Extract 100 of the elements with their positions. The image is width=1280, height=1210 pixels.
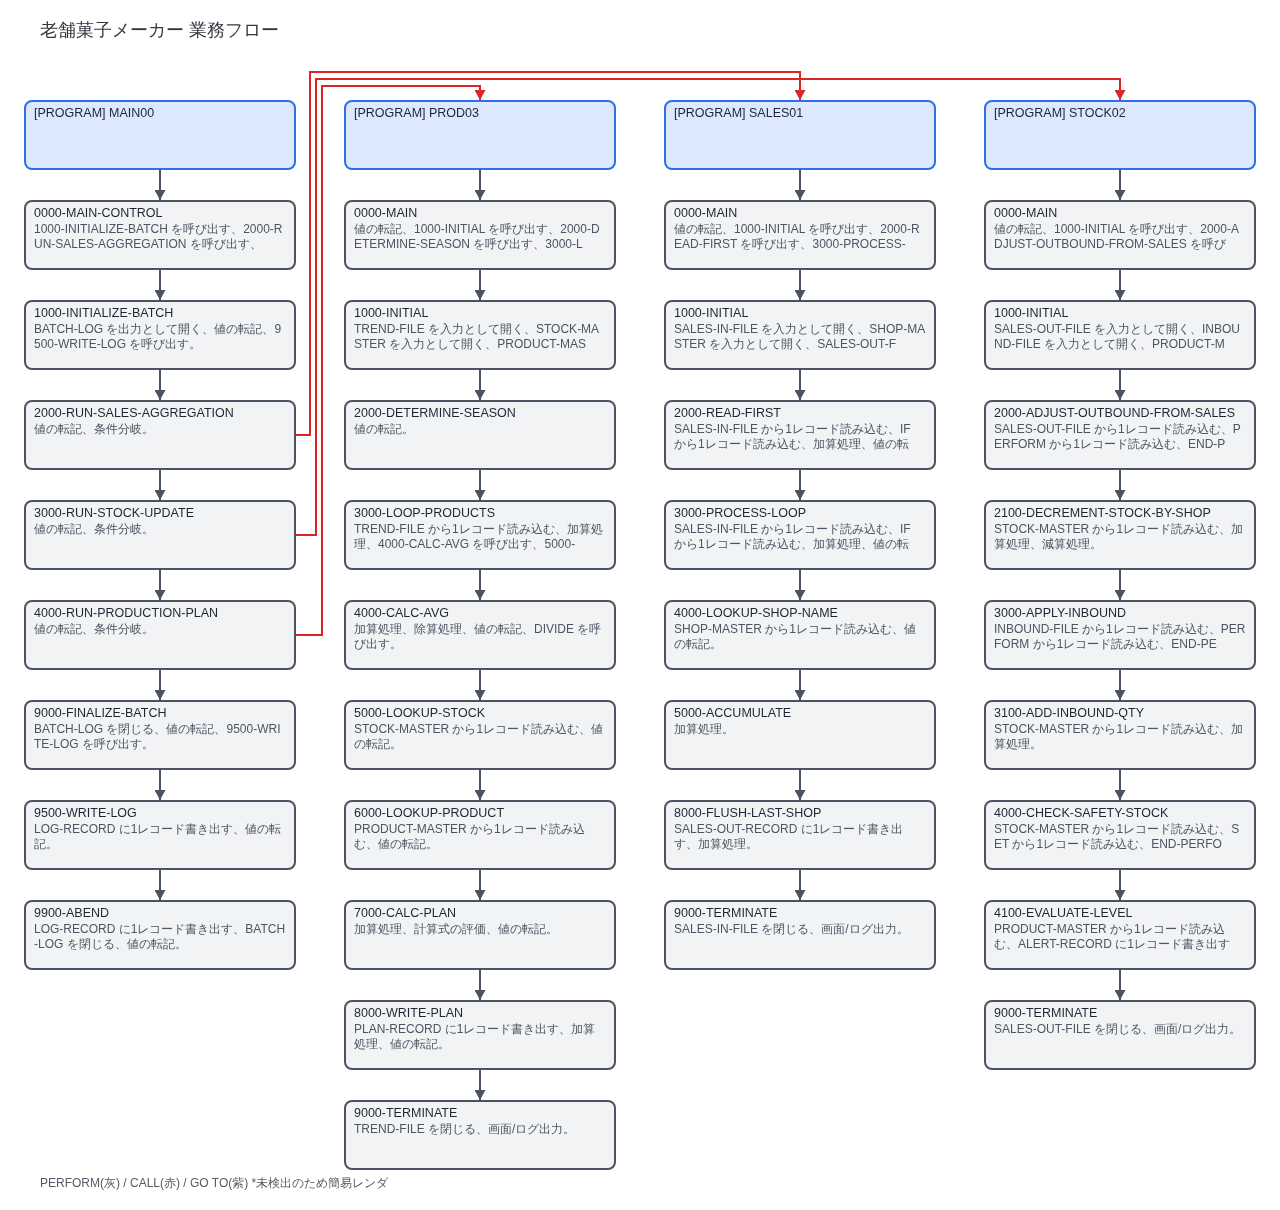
- process-box: [984, 400, 1256, 470]
- arrow: [794, 469, 806, 501]
- step-title: 1000-INITIALIZE-BATCH: [34, 305, 174, 321]
- step-description: TREND-FILE を閉じる、画面/ログ出力。: [354, 1122, 576, 1137]
- arrow: [1114, 169, 1126, 201]
- process-box: [984, 600, 1256, 670]
- step-title: 2000-ADJUST-OUTBOUND-FROM-SALES: [994, 405, 1235, 421]
- arrow: [1114, 469, 1126, 501]
- arrow: [474, 369, 486, 401]
- step-title: 4000-LOOKUP-SHOP-NAME: [674, 605, 838, 621]
- step-description: 加算処理、除算処理、値の転記、DIVIDE を呼び出す。: [354, 622, 603, 652]
- arrow: [474, 769, 486, 801]
- arrow: [154, 369, 166, 401]
- arrow: [474, 469, 486, 501]
- step-title: 9000-TERMINATE: [994, 1005, 1098, 1021]
- step-description: STOCK-MASTER から1レコード読み込む、SET から1レコード読み込む、END-PERFO: [994, 822, 1241, 852]
- arrow: [1114, 969, 1126, 1001]
- step-title: 0000-MAIN: [354, 205, 418, 221]
- process-box: [664, 600, 936, 670]
- step-title: 8000-WRITE-PLAN: [354, 1005, 464, 1021]
- program-box: [24, 100, 296, 170]
- arrow: [474, 569, 486, 601]
- step-title: 3000-PROCESS-LOOP: [674, 505, 806, 521]
- step-title: 5000-LOOKUP-STOCK: [354, 705, 486, 721]
- step-description: STOCK-MASTER から1レコード読み込む、加算処理。: [994, 722, 1245, 752]
- program-title: [PROGRAM] SALES01: [674, 105, 804, 121]
- arrow: [154, 569, 166, 601]
- step-description: 値の転記、条件分岐。: [34, 422, 154, 437]
- arrow: [474, 1069, 486, 1101]
- arrow: [154, 269, 166, 301]
- step-description: PRODUCT-MASTER から1レコード読み込む、ALERT-RECORD に1レコード書き出す: [994, 922, 1231, 952]
- program-box: [664, 100, 936, 170]
- process-box: [984, 700, 1256, 770]
- step-description: 値の転記。: [354, 422, 414, 437]
- arrow: [1114, 269, 1126, 301]
- step-description: 値の転記、1000-INITIAL を呼び出す、2000-DETERMINE-SEASON を呼び出す、3000-L: [354, 222, 601, 252]
- arrow: [474, 269, 486, 301]
- arrow: [1114, 569, 1126, 601]
- process-box: [24, 800, 296, 870]
- step-title: 1000-INITIAL: [354, 305, 429, 321]
- step-description: BATCH-LOG を閉じる、値の転記、9500-WRITE-LOG を呼び出す。: [34, 722, 282, 752]
- process-box: [344, 700, 616, 770]
- process-box: [984, 300, 1256, 370]
- arrow: [474, 869, 486, 901]
- step-title: 1000-INITIAL: [674, 305, 749, 321]
- step-description: STOCK-MASTER から1レコード読み込む、加算処理、減算処理。: [994, 522, 1245, 552]
- process-box: [664, 900, 936, 970]
- arrow: [794, 269, 806, 301]
- process-box: [24, 200, 296, 270]
- process-box: [664, 700, 936, 770]
- arrow: [154, 169, 166, 201]
- arrow: [154, 469, 166, 501]
- step-title: 7000-CALC-PLAN: [354, 905, 457, 921]
- step-description: PRODUCT-MASTER から1レコード読み込む、値の転記。: [354, 822, 586, 852]
- arrow: [1114, 769, 1126, 801]
- step-description: SALES-IN-FILE を閉じる、画面/ログ出力。: [674, 922, 909, 937]
- step-description: SALES-IN-FILE から1レコード読み込む、IF から1レコード読み込む、加算処理、値の転: [674, 422, 912, 452]
- arrow: [1114, 669, 1126, 701]
- program-title: [PROGRAM] STOCK02: [994, 105, 1126, 121]
- step-description: 値の転記、条件分岐。: [34, 622, 154, 637]
- step-title: 2100-DECREMENT-STOCK-BY-SHOP: [994, 505, 1211, 521]
- step-title: 3000-LOOP-PRODUCTS: [354, 505, 495, 521]
- step-description: SALES-OUT-RECORD に1レコード書き出す、加算処理。: [674, 822, 905, 852]
- step-title: 6000-LOOKUP-PRODUCT: [354, 805, 505, 821]
- arrow: [1114, 369, 1126, 401]
- step-description: SALES-IN-FILE から1レコード読み込む、IF から1レコード読み込む、加算処理、値の転: [674, 522, 912, 552]
- process-box: [664, 300, 936, 370]
- step-description: INBOUND-FILE から1レコード読み込む、PERFORM から1レコード読み込む、END-PE: [994, 622, 1246, 652]
- process-box: [984, 800, 1256, 870]
- step-title: 2000-DETERMINE-SEASON: [354, 405, 516, 421]
- step-description: 値の転記、条件分岐。: [34, 522, 154, 537]
- process-box: [984, 900, 1256, 970]
- process-box: [344, 500, 616, 570]
- arrow: [295, 78, 1126, 536]
- page-title: 老舗菓子メーカー 業務フロー: [40, 19, 279, 42]
- process-box: [664, 200, 936, 270]
- step-title: 0000-MAIN-CONTROL: [34, 205, 163, 221]
- arrow: [474, 169, 486, 201]
- step-description: 値の転記、1000-INITIAL を呼び出す、2000-ADJUST-OUTBOUND-FROM-SALES を呼び: [994, 222, 1240, 252]
- arrow: [474, 669, 486, 701]
- step-title: 4000-RUN-PRODUCTION-PLAN: [34, 605, 219, 621]
- arrow: [154, 869, 166, 901]
- step-title: 3100-ADD-INBOUND-QTY: [994, 705, 1145, 721]
- process-box: [664, 800, 936, 870]
- step-description: TREND-FILE を入力として開く、STOCK-MASTER を入力として開く、PRODUCT-MAS: [354, 322, 601, 352]
- program-title: [PROGRAM] PROD03: [354, 105, 480, 121]
- step-title: 9000-FINALIZE-BATCH: [34, 705, 167, 721]
- process-box: [664, 500, 936, 570]
- step-description: SALES-IN-FILE を入力として開く、SHOP-MASTER を入力として開く、SALES-OUT-F: [674, 322, 926, 352]
- process-box: [24, 400, 296, 470]
- arrow: [794, 369, 806, 401]
- process-box: [984, 200, 1256, 270]
- process-box: [344, 400, 616, 470]
- step-description: 値の転記、1000-INITIAL を呼び出す、2000-READ-FIRST を呼び出す、3000-PROCESS-: [674, 222, 921, 252]
- step-title: 9000-TERMINATE: [354, 1105, 458, 1121]
- program-box: [344, 100, 616, 170]
- arrow: [794, 569, 806, 601]
- process-box: [24, 700, 296, 770]
- step-title: 5000-ACCUMULATE: [674, 705, 792, 721]
- process-box: [24, 500, 296, 570]
